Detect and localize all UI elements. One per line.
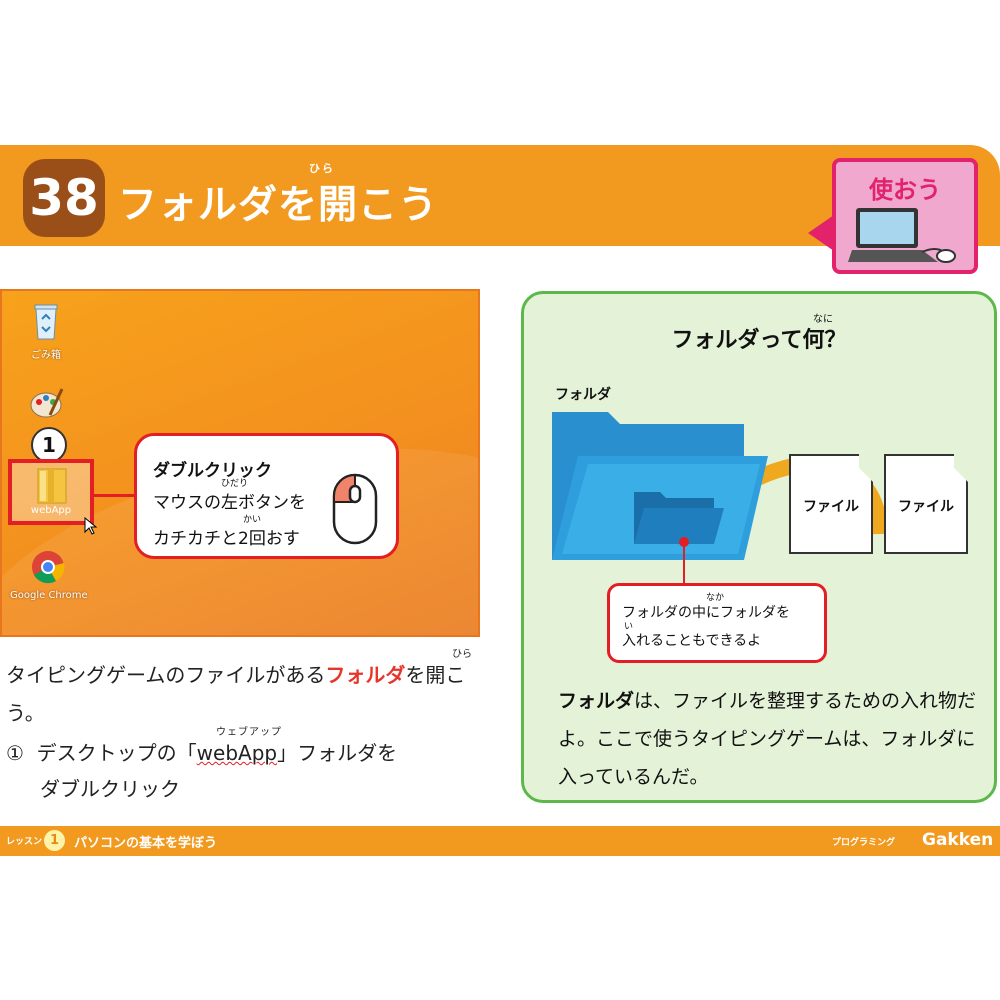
lead-ruby: ひら — [452, 649, 472, 660]
panel-description: フォルダは、ファイルを整理するための入れ物だよ。ここで使うタイピングゲームは、フ… — [558, 682, 978, 796]
webapp-folder-icon — [37, 468, 67, 504]
folder-label: フォルダ — [555, 387, 611, 403]
mouse-cursor-icon — [84, 517, 98, 535]
inner-callout-line2: 入れることもできるよ — [622, 633, 762, 649]
use-badge: 使おう — [832, 158, 978, 274]
chrome-icon — [32, 551, 65, 584]
callout-title: ダブルクリック — [153, 461, 272, 481]
desktop-screenshot: ごみ箱 1 webApp Google Chrome — [0, 289, 480, 637]
webapp-folder-label: webApp — [30, 505, 72, 516]
footer-category: プログラミング — [832, 838, 896, 848]
step-1-line2: ダブルクリック — [40, 777, 180, 801]
callout-line1-ruby: ひだり — [221, 479, 249, 489]
step-text-part1: デスクトップの「 — [36, 741, 197, 765]
webapp-folder-highlight[interactable]: webApp — [8, 459, 94, 525]
file-card-2: ファイル — [884, 454, 968, 554]
file-label-2: ファイル — [898, 499, 954, 515]
paint-shortcut[interactable] — [26, 385, 66, 424]
google-chrome-shortcut[interactable]: Google Chrome — [10, 549, 88, 601]
recycle-bin-icon — [34, 304, 58, 340]
page-title: フォルダを開こう — [118, 183, 439, 228]
step-folder-name: webApp — [196, 741, 278, 765]
lead-instruction: タイピングゲームのファイルがあるフォルダを開こう。 — [6, 656, 476, 732]
double-click-callout: ダブルクリック ひだり マウスの左ボタンを かい カチカチと2回おす — [134, 433, 399, 559]
footer-subtitle: パソコンの基本を学ぼう — [74, 836, 218, 851]
inner-callout-line1: フォルダの中にフォルダを — [622, 605, 790, 621]
step-1-line1: ① デスクトップの「webApp」フォルダを — [6, 734, 397, 772]
lead-text-part1: タイピングゲームのファイルがある — [6, 663, 326, 687]
panel-title-ruby: なに — [813, 314, 833, 325]
footer-lesson-number: 1 — [44, 830, 65, 851]
lesson-page-number: 38 — [23, 159, 105, 237]
callout-line2: カチカチと2回おす — [153, 529, 300, 549]
file-label-1: ファイル — [803, 499, 859, 515]
panel-body-text: は、ファイルを整理するための入れ物だよ。ここで使うタイピングゲームは、フォルダに… — [558, 690, 977, 788]
recycle-bin-shortcut[interactable]: ごみ箱 — [24, 301, 68, 361]
nested-folder-callout: なか フォルダの中にフォルダを い 入れることもできるよ — [607, 583, 827, 663]
step-text-part2: 」フォルダを — [277, 741, 398, 765]
footer-lesson-label: レッスン — [6, 837, 43, 847]
what-is-folder-panel: なに フォルダって何？ フォルダ ファイル ファイル なか フォルダの中にフォル… — [521, 291, 997, 803]
step-number-badge: 1 — [31, 427, 67, 463]
title-ruby: ひら — [309, 162, 335, 175]
paint-palette-icon — [30, 388, 64, 418]
inner-line1-ruby: なか — [706, 593, 725, 603]
webapp-ruby: ウェブアップ — [216, 727, 282, 738]
folder-illustration — [552, 412, 888, 560]
badge-tail — [808, 215, 834, 251]
file-fold — [859, 454, 873, 482]
file-fold — [954, 454, 968, 482]
inner-line2-ruby: い — [624, 622, 634, 632]
laptop-icon — [848, 208, 956, 263]
footer-bar: レッスン 1 パソコンの基本を学ぼう プログラミング Gakken — [0, 826, 1000, 856]
lead-text-part2: を開こう。 — [6, 663, 466, 725]
lead-highlight: フォルダ — [325, 663, 406, 687]
recycle-bin-label: ごみ箱 — [31, 350, 61, 361]
inner-callout-connector — [683, 542, 685, 584]
panel-title: フォルダって何？ — [671, 328, 847, 353]
callout-connector — [94, 494, 134, 497]
file-card-1: ファイル — [789, 454, 873, 554]
callout-line2-ruby: かい — [243, 515, 262, 525]
callout-line1: マウスの左ボタンを — [153, 493, 306, 513]
google-chrome-label: Google Chrome — [10, 590, 88, 601]
mouse-icon — [332, 473, 378, 545]
use-badge-label: 使おう — [869, 176, 941, 204]
footer-brand: Gakken — [922, 830, 994, 850]
step-marker: ① — [6, 741, 24, 765]
panel-body-bold: フォルダ — [558, 690, 635, 712]
